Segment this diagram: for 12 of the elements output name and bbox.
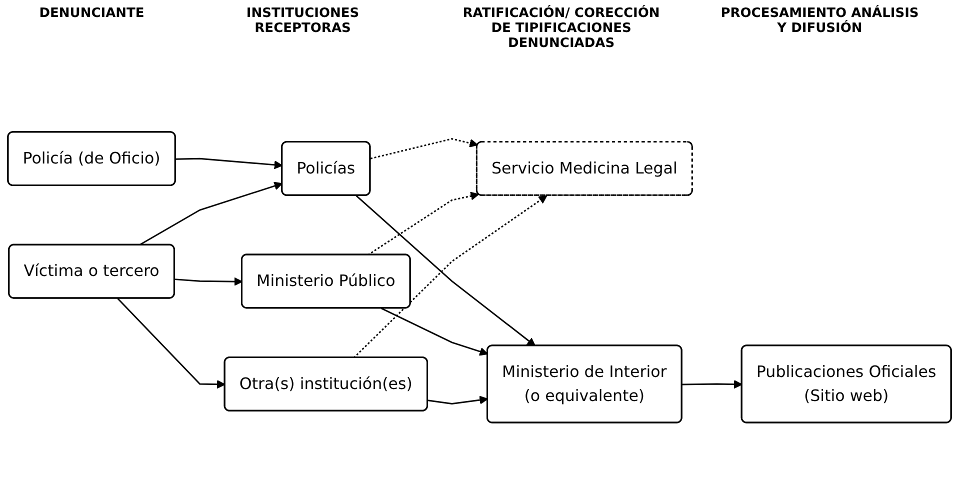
arrow <box>380 308 488 356</box>
arrow <box>370 138 478 160</box>
arrow <box>428 396 488 405</box>
arrow <box>174 278 243 286</box>
column-heading: DENUNCIANTE <box>39 6 144 21</box>
arrow <box>117 298 226 389</box>
column-heading: RATIFICACIÓN/ CORECCIÓN DE TIPIFICACIONES DENUNCIADAS <box>462 6 661 51</box>
column-heading: INSTITUCIONES RECEPTORAS <box>245 6 360 36</box>
arrow <box>682 380 742 389</box>
arrow <box>176 158 283 170</box>
arrow <box>138 182 283 246</box>
column-heading: PROCESAMIENTO ANÁLISIS Y DIFUSIÓN <box>720 6 920 36</box>
